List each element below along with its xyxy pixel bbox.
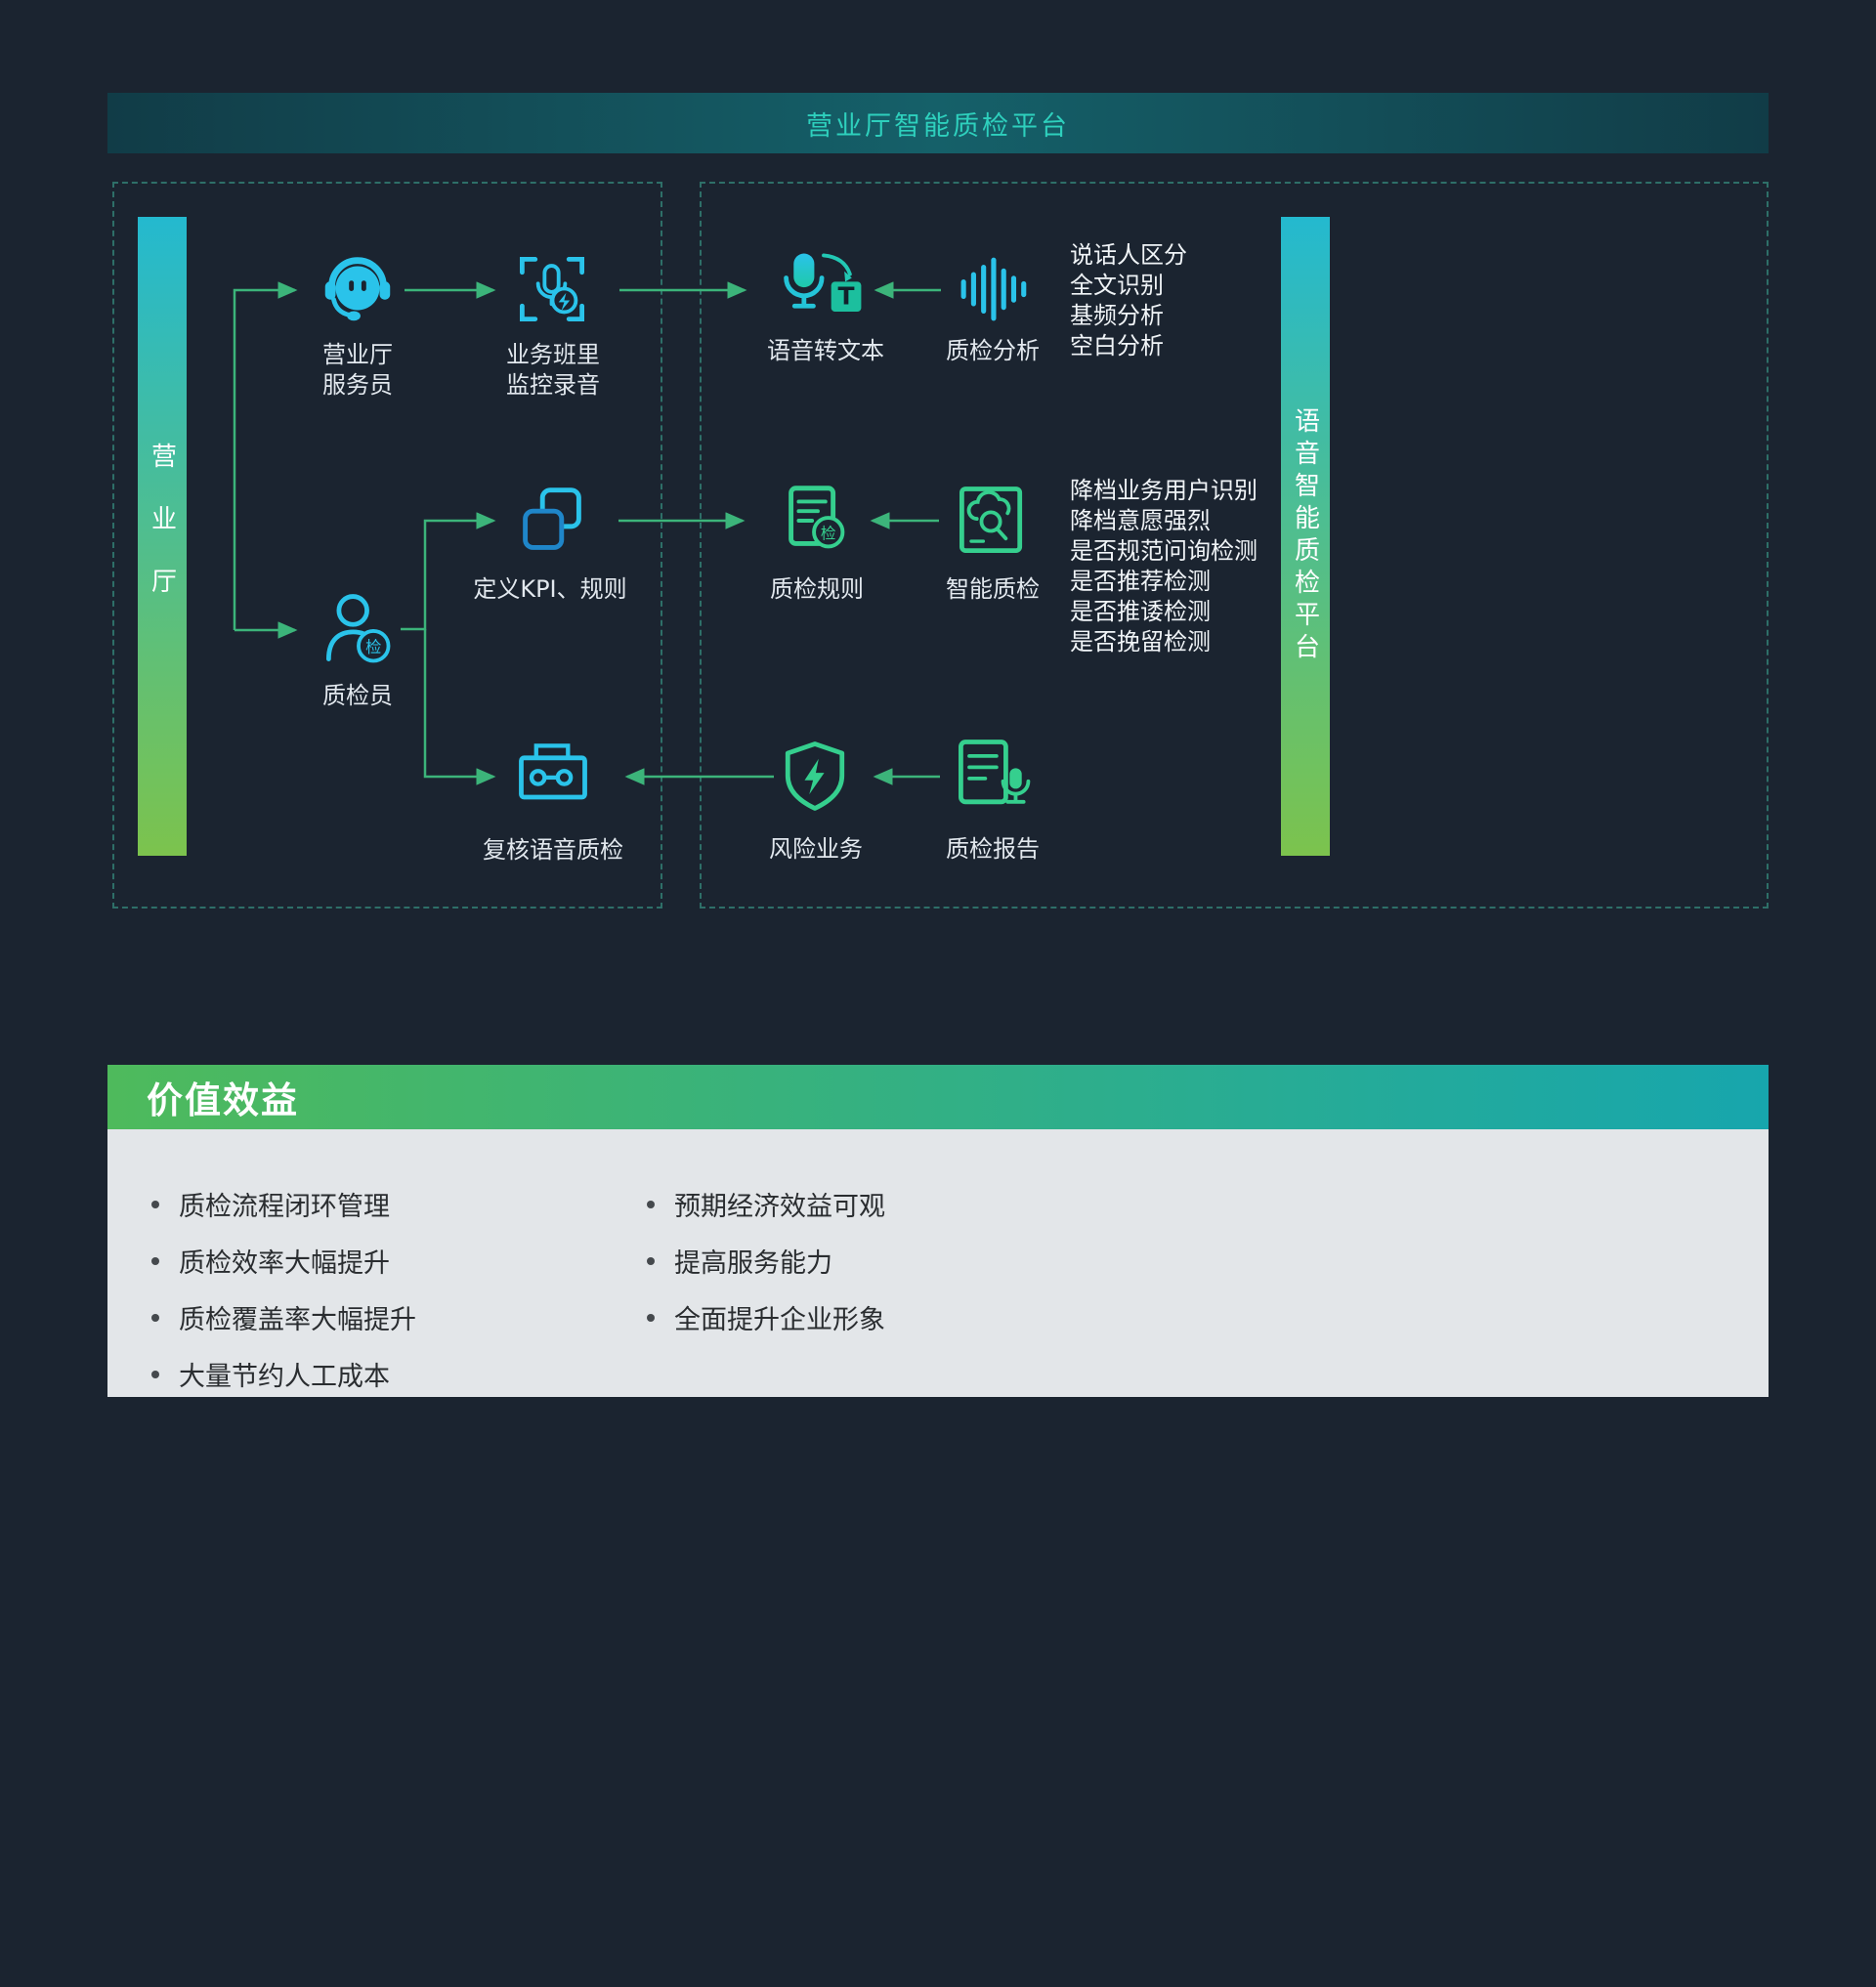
qc-analysis-notes: 说话人区分 全文识别 基频分析 空白分析 — [1070, 241, 1187, 359]
voice-qc-platform-zone-label: 语音智能质检平台 — [1290, 407, 1320, 665]
qc-analysis-waveform-icon — [950, 248, 1036, 330]
review-recording-icon — [510, 733, 596, 819]
bullet-dot-icon — [151, 1370, 159, 1378]
value-list-left: 质检流程闭环管理 质检效率大幅提升 质检覆盖率大幅提升 大量节约人工成本 — [151, 1185, 416, 1412]
risk-business-icon — [772, 731, 858, 821]
risk-business-label: 风险业务 — [769, 835, 863, 863]
business-hall-zone-label: 营业厅 — [147, 443, 177, 630]
list-item: 质检效率大幅提升 — [151, 1242, 416, 1280]
bullet-dot-icon — [151, 1200, 159, 1208]
voice-qc-platform-zone-border — [700, 182, 1769, 909]
bullet-dot-icon — [647, 1313, 655, 1322]
bullet-dot-icon — [647, 1200, 655, 1208]
speech-to-text-label: 语音转文本 — [767, 337, 884, 364]
svg-text:检: 检 — [365, 638, 381, 656]
svg-text:检: 检 — [821, 525, 836, 543]
list-item: 大量节约人工成本 — [151, 1355, 416, 1393]
value-section-body: 质检流程闭环管理 质检效率大幅提升 质检覆盖率大幅提升 大量节约人工成本 预期经… — [107, 1129, 1769, 1397]
inspector-icon: 检 — [316, 584, 400, 674]
bullet-dot-icon — [647, 1256, 655, 1265]
list-item: 提高服务能力 — [647, 1242, 885, 1280]
monitored-recording-icon — [509, 246, 595, 332]
list-item: 全面提升企业形象 — [647, 1298, 885, 1336]
platform-title-bar: 营业厅智能质检平台 — [107, 93, 1769, 153]
monitored-recording-label: 业务班里 监控录音 — [506, 341, 600, 399]
qc-analysis-label: 质检分析 — [946, 337, 1040, 364]
define-kpi-label: 定义KPI、规则 — [473, 575, 627, 603]
qc-report-icon — [948, 731, 1038, 821]
hall-agent-label: 营业厅 服务员 — [322, 341, 393, 399]
business-hall-zone-bar: 营业厅 — [138, 217, 187, 856]
review-recording-label: 复核语音质检 — [483, 836, 623, 864]
value-section-header: 价值效益 — [107, 1065, 1769, 1129]
list-item: 质检覆盖率大幅提升 — [151, 1298, 416, 1336]
inspector-label: 质检员 — [322, 682, 393, 709]
business-hall-zone-border — [112, 182, 662, 909]
smart-qc-notes: 降档业务用户识别 降档意愿强烈 是否规范问询检测 是否推荐检测 是否推诿检测 是… — [1070, 477, 1258, 655]
smart-qc-icon — [949, 477, 1035, 565]
qc-rules-icon: 检 — [774, 477, 860, 565]
platform-title: 营业厅智能质检平台 — [806, 110, 1070, 142]
bullet-dot-icon — [151, 1256, 159, 1265]
bullet-dot-icon — [151, 1313, 159, 1322]
smart-qc-label: 智能质检 — [946, 575, 1040, 603]
value-list-right: 预期经济效益可观 提高服务能力 全面提升企业形象 — [647, 1185, 885, 1355]
hall-agent-icon — [315, 246, 401, 332]
value-section-title: 价值效益 — [147, 1079, 299, 1121]
qc-rules-label: 质检规则 — [770, 575, 864, 603]
list-item: 预期经济效益可观 — [647, 1185, 885, 1223]
voice-qc-platform-zone-bar: 语音智能质检平台 — [1281, 217, 1330, 856]
svg-text:T: T — [838, 281, 855, 310]
list-item: 质检流程闭环管理 — [151, 1185, 416, 1223]
qc-report-label: 质检报告 — [946, 835, 1040, 863]
speech-to-text-icon: T — [777, 244, 871, 334]
define-kpi-icon — [508, 477, 596, 565]
